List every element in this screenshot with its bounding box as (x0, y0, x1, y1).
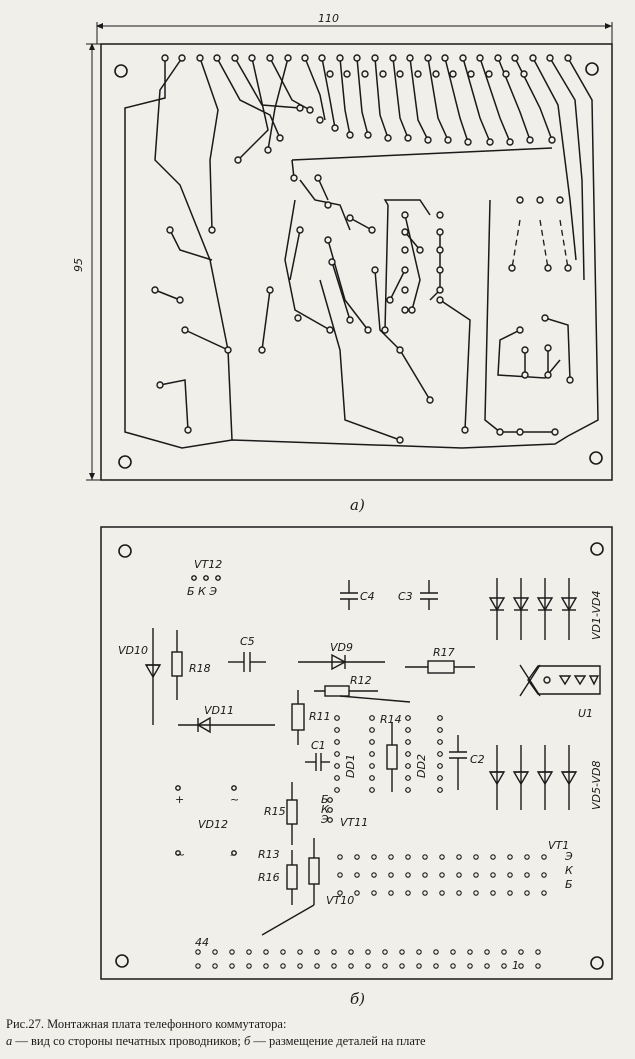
caption-b-text: — размещение деталей на плате (250, 1034, 426, 1048)
copper-traces (124, 57, 599, 449)
label-vt1: VT1 (548, 839, 569, 852)
panel-label-a: а) (350, 496, 365, 514)
label-pin-1: 1 (512, 959, 519, 972)
caption-line-1: Рис.27. Монтажная плата телефонного комм… (6, 1017, 287, 1031)
label-r18: R18 (189, 662, 211, 675)
label-vt10: VT10 (326, 894, 354, 907)
pads-a (151, 54, 574, 444)
height-dimension: 95 (72, 258, 85, 272)
component-symbols (144, 575, 601, 936)
label-vd11: VD11 (204, 704, 234, 717)
label-vd10: VD10 (118, 644, 148, 657)
board-outline-a (100, 43, 613, 481)
label-c5: C5 (240, 635, 255, 648)
caption-a-text: — вид со стороны печатных проводников; (12, 1034, 244, 1048)
label-vd9: VD9 (330, 641, 353, 654)
label-vt1-pin-k: К (565, 864, 574, 877)
label-vt12: VT12 (194, 558, 222, 571)
label-u1: U1 (578, 707, 593, 720)
label-vt11-pin-b: Б (321, 793, 329, 806)
panel-a-dimensions (86, 22, 613, 481)
label-r15: R15 (264, 805, 286, 818)
figure-caption: Рис.27. Монтажная плата телефонного комм… (6, 1016, 634, 1050)
label-vt11-pin-k: К (321, 803, 330, 816)
label-dd2: DD2 (415, 754, 428, 778)
mounting-holes-a (114, 62, 603, 469)
board-outline-b (100, 526, 613, 980)
label-vt11-pin-e: Э (320, 813, 329, 826)
label-r14: R14 (380, 713, 402, 726)
label-vd12: VD12 (198, 818, 228, 831)
label-vd1-vd4: VD1-VD4 (590, 590, 603, 640)
label-r13: R13 (258, 848, 280, 861)
label-dd1: DD1 (344, 754, 357, 778)
label-r16: R16 (258, 871, 280, 884)
mounting-holes-b (115, 542, 604, 970)
label-plus: + (175, 793, 184, 806)
jumper-traces (511, 219, 569, 269)
caption-b-marker: б (244, 1034, 251, 1048)
label-vt12-pins: Б К Э (187, 585, 217, 598)
label-r12: R12 (350, 674, 372, 687)
label-vt1-pin-b: Б (565, 878, 573, 891)
panel-label-b: б) (350, 990, 365, 1008)
connector-pins-b (195, 854, 547, 969)
label-tilde-top: ~ (230, 793, 239, 806)
label-r11: R11 (309, 710, 331, 723)
caption-a-marker: а (6, 1034, 13, 1048)
label-r17: R17 (433, 646, 455, 659)
label-pin-44: 44 (195, 936, 209, 949)
label-vt11: VT11 (340, 816, 368, 829)
label-c3: C3 (398, 590, 413, 603)
label-vd5-vd8: VD5-VD8 (590, 760, 603, 810)
caption-line-2: а — вид со стороны печатных проводников;… (6, 1033, 634, 1050)
label-c1: C1 (311, 739, 326, 752)
label-minus: – (230, 848, 236, 861)
label-tilde-bottom: ~ (176, 848, 185, 861)
width-dimension: 110 (318, 12, 339, 25)
label-c2: C2 (470, 753, 485, 766)
label-c4: C4 (360, 590, 375, 603)
label-vt1-pin-e: Э (564, 850, 573, 863)
ic-pins-b (327, 715, 443, 823)
